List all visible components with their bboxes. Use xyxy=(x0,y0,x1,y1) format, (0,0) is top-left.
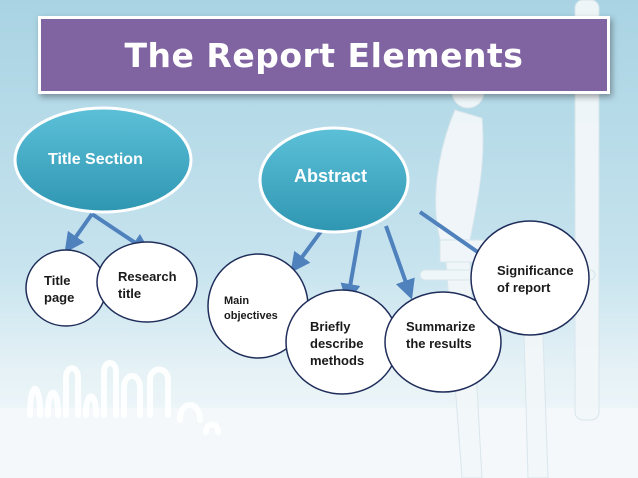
research-title-label: Research title xyxy=(118,269,177,301)
significance-of-report-label: Significance of report xyxy=(497,263,574,295)
slide-title: The Report Elements xyxy=(124,35,524,75)
research-title-node xyxy=(96,241,198,323)
briefly-describe-methods-label: Briefly describe methods xyxy=(310,319,365,368)
arrow-abstract-to-main-objectives xyxy=(290,228,324,273)
decorative-squiggle xyxy=(27,360,221,435)
summarize-results-node xyxy=(384,291,502,393)
title-banner: The Report Elements xyxy=(38,16,610,94)
arrow-title-section-to-title-page xyxy=(64,212,94,253)
arrow-abstract-to-summarize-results xyxy=(384,225,415,300)
significance-of-report-node xyxy=(470,220,590,336)
arrow-abstract-to-briefly-describe-methods xyxy=(340,229,362,304)
abstract-node xyxy=(258,126,410,234)
abstract-label: Abstract xyxy=(294,166,368,186)
title-section-node xyxy=(13,106,193,214)
summarize-results-label: Summarize the results xyxy=(406,319,476,351)
title-page-label: Title page xyxy=(44,273,75,305)
title-section-label: Title Section xyxy=(48,151,143,168)
main-objectives-label: Main objectives xyxy=(224,295,278,322)
